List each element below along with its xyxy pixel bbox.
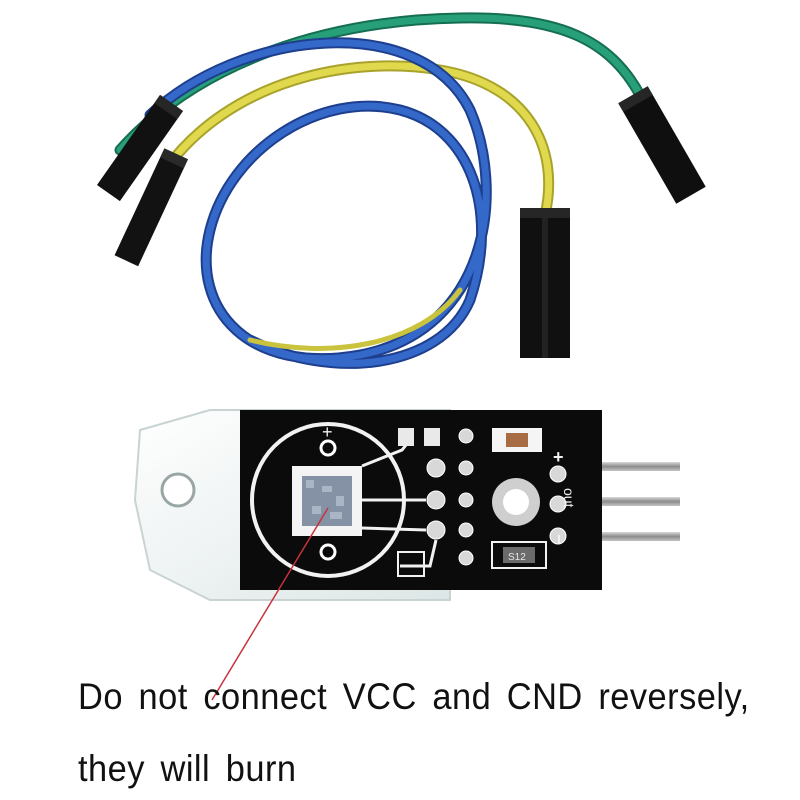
jumper-wires bbox=[114, 12, 646, 369]
pcb-label-minus: − bbox=[549, 534, 569, 545]
warning-caption-line-2: they will burn bbox=[78, 748, 297, 789]
connector-left-bottom bbox=[114, 148, 188, 267]
pointer-line bbox=[211, 507, 329, 701]
smd-diode bbox=[397, 551, 425, 577]
solder-pads bbox=[319, 428, 567, 566]
pcb-label-plus: + bbox=[553, 447, 564, 467]
smd-chip bbox=[491, 541, 547, 569]
silk-plus-top: + bbox=[322, 422, 333, 442]
connector-right-top bbox=[618, 86, 706, 204]
warning-caption-line-1: Do not connect VCC and CND reversely, bbox=[78, 676, 750, 717]
connector-left-top bbox=[96, 94, 184, 202]
smd-resistor-2 bbox=[424, 428, 440, 446]
connector-right-bottom bbox=[520, 208, 570, 358]
mounting-hole bbox=[160, 472, 196, 508]
sensor-module: + bbox=[133, 409, 680, 601]
chip-code: S12 bbox=[508, 552, 526, 563]
pcb-label-out: out bbox=[561, 488, 577, 508]
smd-resistor-1 bbox=[398, 428, 414, 446]
